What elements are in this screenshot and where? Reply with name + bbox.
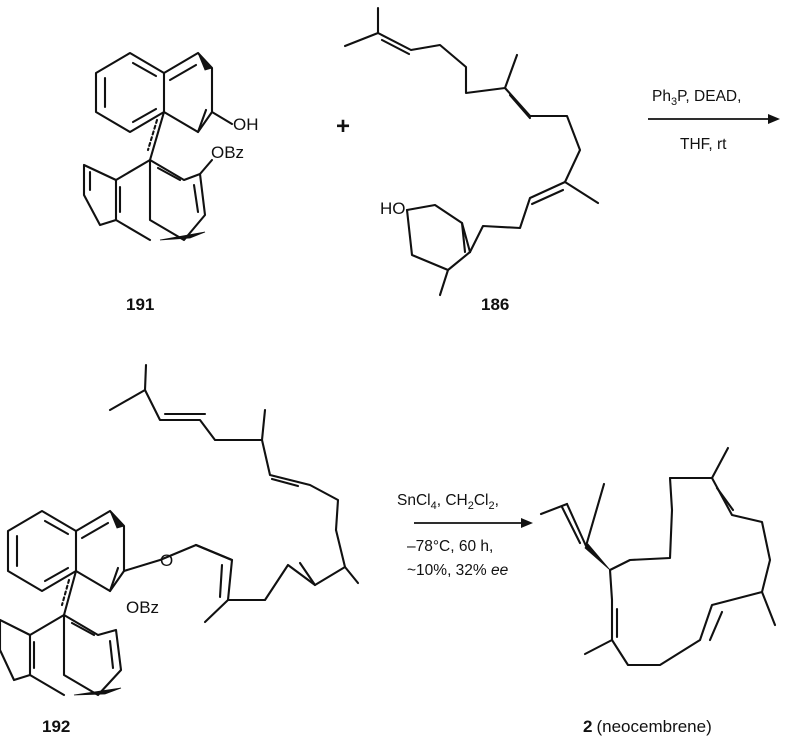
conditions-2-line1: SnCl4, CH2Cl2, (397, 492, 499, 512)
reaction-arrow-2 (414, 518, 533, 528)
obz-label: OBz (211, 143, 244, 162)
obz-label-192: OBz (126, 598, 159, 617)
conditions-2-line2: –78°C, 60 h, (407, 538, 493, 555)
conditions-1-line1: Ph3P, DEAD, (652, 88, 741, 108)
oh-label: OH (233, 115, 259, 134)
compound-192-structure (0, 363, 360, 697)
compound-186-label: 186 (481, 295, 509, 314)
plus-sign: + (336, 113, 350, 140)
ho-label: HO (380, 199, 406, 218)
reaction-arrow-1 (648, 114, 780, 124)
compound-192-label: 192 (42, 717, 70, 736)
conditions-2-line3: ~10%, 32% ee (407, 562, 509, 579)
conditions-1-line2: THF, rt (680, 136, 727, 153)
compound-2-label: 2(neocembrene) (583, 717, 712, 736)
compound-186-structure (343, 6, 600, 297)
compound-191-label: 191 (126, 295, 154, 314)
ether-o-label: O (160, 551, 173, 570)
compound-2-structure (539, 446, 777, 667)
compound-191-structure (82, 51, 234, 242)
